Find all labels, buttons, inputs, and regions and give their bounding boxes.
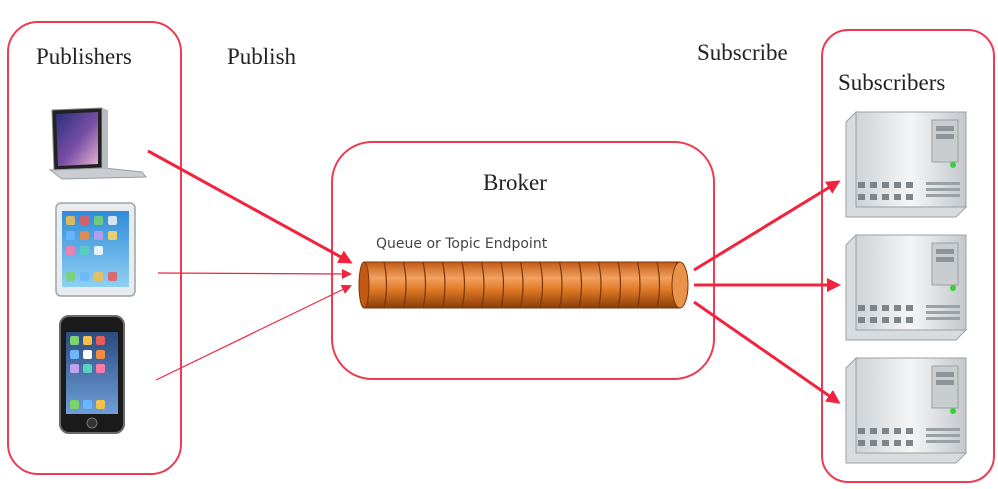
subscribers-label: Subscribers — [838, 70, 946, 95]
queue-endpoint — [358, 261, 689, 309]
laptop-icon — [48, 107, 148, 180]
publish-arrow-laptop — [147, 149, 353, 264]
queue-segment-divider — [558, 261, 563, 309]
broker-box — [331, 141, 715, 380]
queue-segment-divider — [636, 261, 641, 309]
queue-segment-divider — [539, 261, 544, 309]
publishers-label: Publishers — [36, 44, 132, 69]
tablet-icon — [55, 202, 136, 297]
smartphone-icon — [59, 315, 125, 434]
queue-segment-divider — [402, 261, 407, 309]
queue-label: Queue or Topic Endpoint — [376, 236, 548, 252]
subscribe-label: Subscribe — [697, 40, 788, 65]
queue-segment-divider — [383, 261, 388, 309]
queue-segment-divider — [617, 261, 622, 309]
server-icon — [845, 356, 968, 464]
queue-segment-divider — [480, 261, 485, 309]
publish-arrow-phone — [155, 284, 352, 381]
publish-arrow-tablet — [157, 268, 352, 279]
publishers-box — [7, 21, 182, 475]
queue-segment-divider — [500, 261, 505, 309]
queue-segment-divider — [461, 261, 466, 309]
server-icon — [845, 233, 968, 341]
queue-segment-divider — [656, 261, 661, 309]
subscribe-arrow-bottom — [693, 300, 841, 404]
queue-segment-divider — [441, 261, 446, 309]
queue-segment-divider — [597, 261, 602, 309]
queue-segment-divider — [422, 261, 427, 309]
publish-label: Publish — [227, 44, 297, 69]
subscribe-arrow-top — [693, 180, 841, 272]
server-icon — [845, 110, 968, 218]
queue-segment-divider — [578, 261, 583, 309]
subscribers-box — [821, 29, 995, 483]
queue-segment-divider — [519, 261, 524, 309]
broker-label: Broker — [483, 170, 547, 195]
